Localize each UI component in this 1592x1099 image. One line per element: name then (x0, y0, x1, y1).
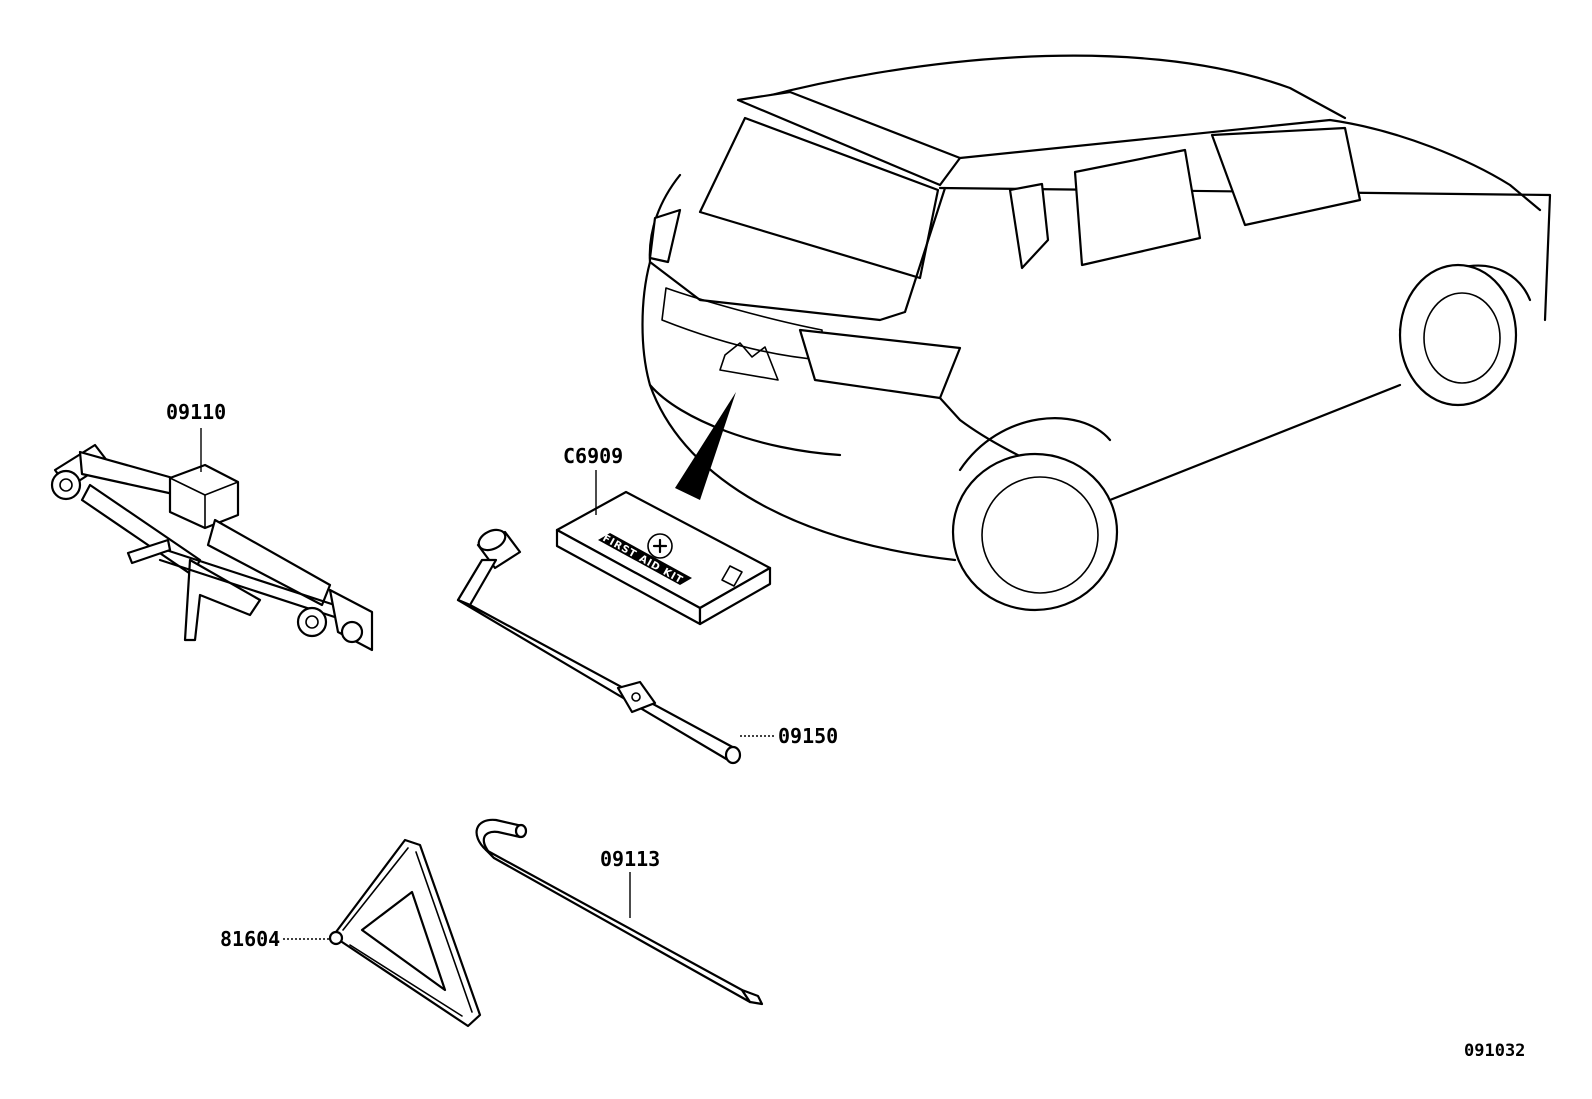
first-aid-kit-icon: FIRST AID KIT (555, 490, 772, 626)
scissor-jack-icon (50, 443, 374, 652)
leader-lines (200, 428, 774, 940)
warning-triangle-icon (328, 838, 482, 1028)
car-rear-view-icon (641, 54, 1552, 612)
diagram-id-code: 091032 (1464, 1041, 1525, 1061)
wheel-wrench-icon (456, 528, 742, 765)
part-number-first-aid-kit: C6909 (563, 444, 623, 468)
jack-handle-icon (475, 818, 764, 1006)
part-number-wheel-wrench: 09150 (778, 724, 838, 748)
part-number-warning-triangle: 81604 (220, 927, 280, 951)
part-number-jack-handle: 09113 (600, 847, 660, 871)
part-number-jack: 09110 (166, 400, 226, 424)
